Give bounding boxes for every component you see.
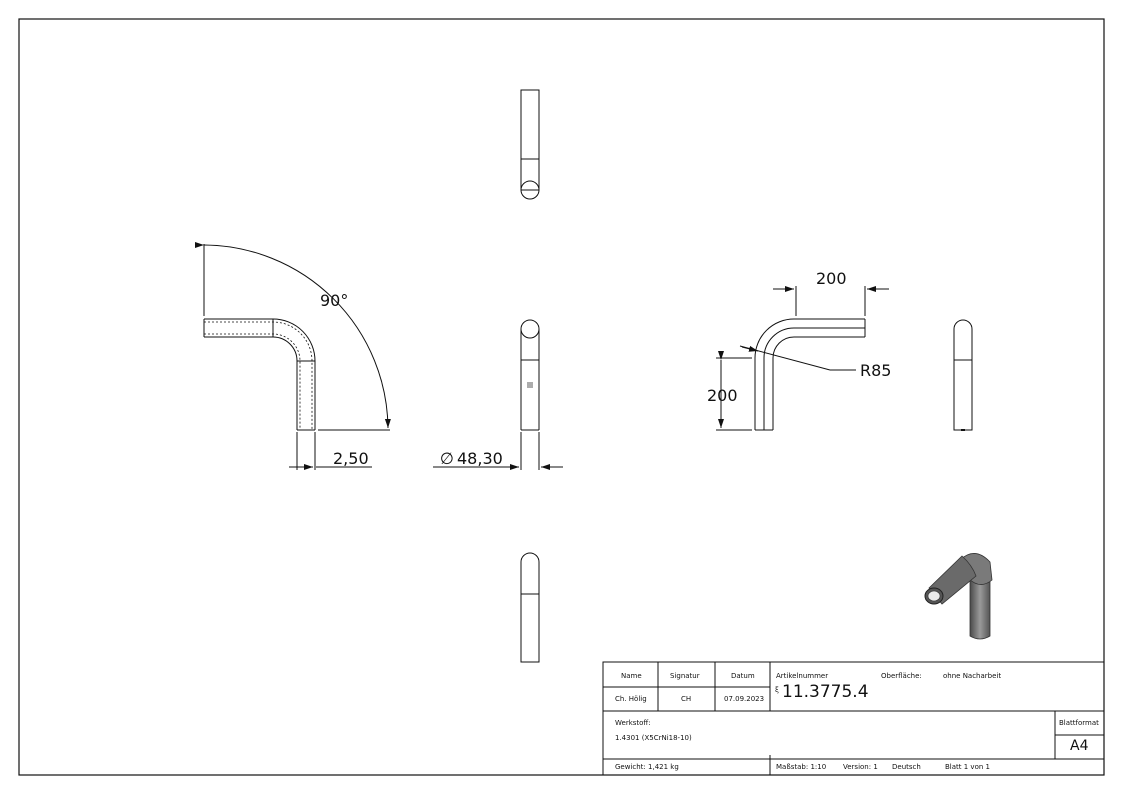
datum-label: Datum [731,672,755,680]
bottom-view [520,552,540,663]
section-wall-hidden [204,321,313,430]
right-end-view [953,319,973,431]
length-h-dimension-text: 200 [816,269,847,288]
radius-dimension-text: R85 [860,361,891,380]
werkstoff-label: Werkstoff: [615,719,651,727]
side-view [716,286,889,431]
gewicht: Gewicht: 1,421 kg [615,763,679,771]
angle-dimension-text: 90° [320,291,348,310]
diameter-dimension-text: 48,30 [457,449,503,468]
title-block-frame [602,661,1105,776]
length-v-dimension-text: 200 [707,386,738,405]
side-center-profile [763,327,865,430]
side-inner-profile [772,336,865,430]
section-inner-profile [204,336,298,430]
name-label: Name [621,672,642,680]
radius-arrow [741,345,759,352]
werkstoff-value: 1.4301 (X5CrNi18-10) [615,734,692,742]
isometric-view [924,553,993,640]
blattformat-value: A4 [1070,738,1089,754]
signatur-label: Signatur [670,672,700,680]
diameter-symbol: ∅ [440,449,454,468]
version: Version: 1 [843,763,878,771]
right-end-body [953,319,973,431]
blattformat-label: Blattformat [1059,719,1099,727]
iso-vertical-leg [969,577,991,640]
name-value: Ch. Hölig [615,695,647,703]
wall-dimension-text: 2,50 [333,449,369,468]
side-outer-profile [754,318,865,430]
front-view-end-circle [520,319,540,339]
artikel-prefix: ξ [775,686,779,694]
section-outer-profile [204,318,316,430]
massstab: Maßstab: 1:10 [776,763,827,771]
bottom-view-body [520,552,540,663]
front-view [433,319,563,470]
artikel-label: Artikelnummer [776,672,829,680]
oberflaeche-label: Oberfläche: [881,672,922,680]
top-view-body [520,89,540,191]
sprache: Deutsch [892,763,921,771]
sheet-border [18,18,1105,776]
datum-value: 07.09.2023 [724,695,765,703]
oberflaeche-value: ohne Nacharbeit [943,672,1002,680]
top-view-end-circle [520,180,540,200]
artikel-number: 11.3775.4 [782,682,869,702]
angle-dim-arc [194,241,391,429]
blatt: Blatt 1 von 1 [945,763,990,771]
section-view [194,241,391,470]
signatur-value: CH [681,695,692,703]
top-view [520,89,540,200]
